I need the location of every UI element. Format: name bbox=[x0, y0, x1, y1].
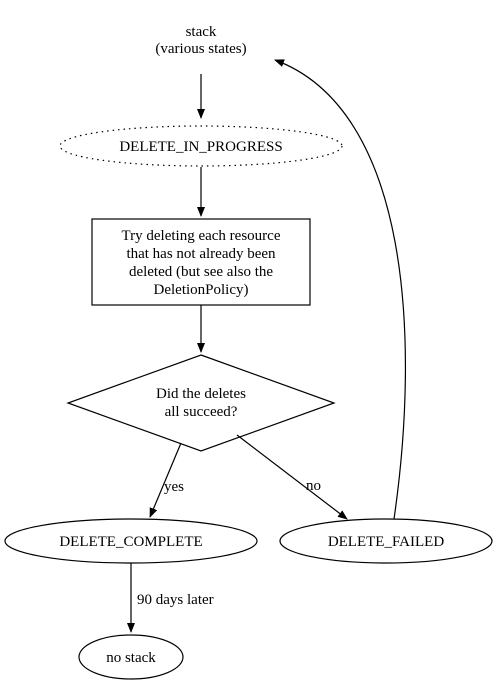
decision-diamond bbox=[66, 354, 336, 452]
edge-later-label: 90 days later bbox=[137, 592, 214, 608]
decision-line-1: Did the deletes bbox=[156, 386, 246, 402]
edge-failed-to-start bbox=[274, 59, 406, 520]
edge-no-label: no bbox=[306, 478, 321, 494]
start-label-line1: stack bbox=[186, 24, 217, 40]
process-line-3: deleted (but see also the bbox=[129, 264, 273, 280]
in-progress-node bbox=[59, 125, 343, 167]
end-node bbox=[78, 634, 184, 680]
process-line-2: that has not already been bbox=[126, 246, 276, 262]
failed-node bbox=[279, 518, 493, 564]
edge-yes-label: yes bbox=[164, 479, 184, 495]
edge-no bbox=[236, 434, 348, 520]
complete-label: DELETE_COMPLETE bbox=[59, 534, 202, 550]
process-line-4: DeletionPolicy) bbox=[154, 282, 249, 298]
end-label: no stack bbox=[106, 650, 156, 666]
failed-label: DELETE_FAILED bbox=[328, 534, 445, 550]
in-progress-label: DELETE_IN_PROGRESS bbox=[119, 139, 282, 155]
decision-line-2: all succeed? bbox=[165, 404, 238, 420]
edge-yes bbox=[149, 442, 182, 518]
start-label-line2: (various states) bbox=[155, 41, 246, 57]
process-line-1: Try deleting each resource bbox=[122, 228, 281, 244]
